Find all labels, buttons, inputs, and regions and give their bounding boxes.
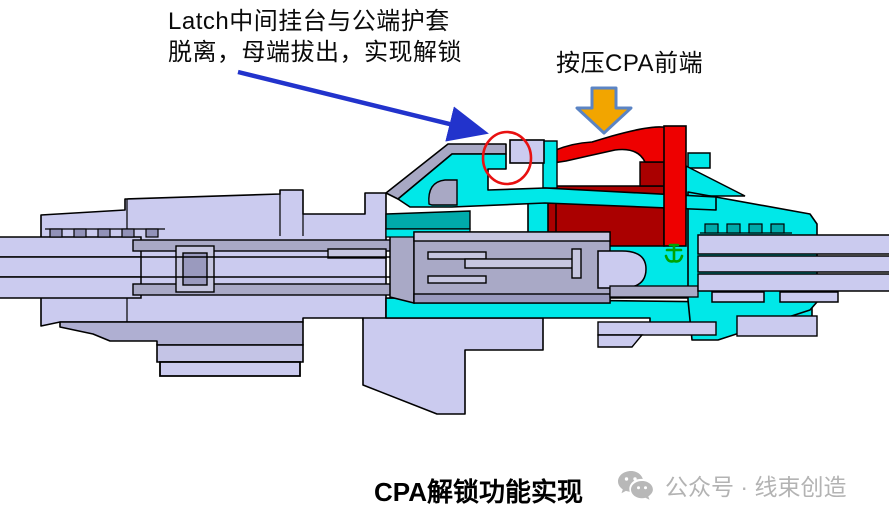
watermark-text: 公众号 · 线束创造: [665, 474, 847, 500]
annotation-latch: Latch中间挂台与公端护套 脱离，母端拔出，实现解锁: [168, 6, 462, 68]
watermark: 公众号 · 线束创造: [616, 468, 846, 502]
latch-highlight-circle: [481, 130, 533, 186]
cpa-body-upper: [639, 161, 665, 187]
male-terminal: [413, 231, 611, 304]
wire-left: [0, 236, 142, 299]
press-arrow: [575, 86, 633, 135]
annotation-press-cpa: 按压CPA前端: [556, 50, 704, 77]
anchor-symbol: [664, 243, 684, 263]
latch-arm: [397, 153, 717, 211]
female-terminal: [132, 239, 393, 296]
bottom-flange-low: [159, 361, 301, 377]
male-seal-ribs: [700, 223, 792, 234]
annotation-latch-line2: 脱离，母端拔出，实现解锁: [168, 39, 462, 66]
mat-seal-ribs: [45, 228, 165, 238]
male-housing-wedge: [685, 164, 746, 197]
terminal-bullet: [597, 250, 647, 289]
page-title: CPA解锁功能实现: [374, 477, 583, 507]
wechat-logo-icon: [618, 471, 653, 500]
latch-window: [428, 179, 458, 206]
terminal-pin: [464, 258, 578, 269]
terminal-cone: [389, 230, 415, 304]
latch-shade-band: [385, 210, 471, 230]
terminal-pin-cross: [571, 248, 582, 279]
male-housing-wing: [687, 152, 711, 169]
pointer-arrow: [237, 69, 489, 142]
cpa-post: [663, 125, 687, 247]
mounting-bracket: [362, 317, 544, 415]
wire-right: [697, 234, 889, 303]
bottom-flange-mid: [156, 344, 304, 363]
right-lower-tail: [597, 334, 644, 348]
right-lower-strip: [597, 321, 717, 336]
cpa-arm: [552, 126, 667, 164]
male-sheath-block: [509, 139, 545, 164]
annotation-latch-line1: Latch中间挂台与公端护套: [168, 8, 450, 35]
right-bottom-band: [736, 315, 818, 337]
male-sheath-column: [542, 140, 558, 189]
bottom-flange-shade: [59, 321, 304, 346]
right-terminal-strip: [609, 285, 699, 298]
